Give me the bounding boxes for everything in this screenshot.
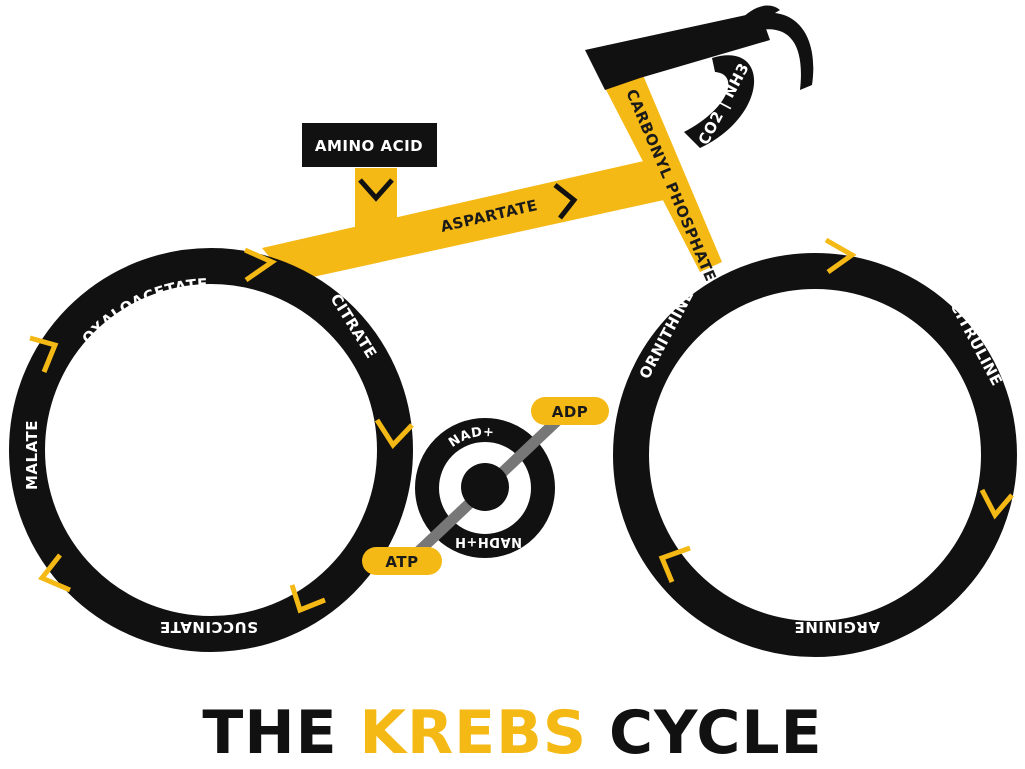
- left-wheel-chevron-icon: [29, 335, 59, 373]
- nadh-h-label: NADH+H: [455, 534, 522, 549]
- right-wheel-chevron-icon: [824, 237, 857, 275]
- right-wheel-chevron-icon: [658, 545, 691, 583]
- left-wheel-chevron-icon: [289, 584, 326, 614]
- amino-acid-label: AMINO ACID: [315, 137, 423, 155]
- right-wheel-chevron-icon: [979, 488, 1014, 520]
- crankset: NAD+ NADH+H ADP ATP: [362, 397, 609, 575]
- right-wheel: ORNITHINE CITRULINE ARGININE: [613, 237, 1017, 657]
- stem: [585, 12, 770, 90]
- adp-pedal: [531, 397, 609, 425]
- bike-frame: [262, 68, 722, 282]
- handlebar-curl: [684, 55, 755, 148]
- title-the: THE: [202, 698, 338, 768]
- title-krebs: KREBS: [359, 698, 588, 768]
- malate-label: MALATE: [23, 420, 41, 490]
- handlebar-top: [738, 5, 780, 22]
- left-wheel-tire: [9, 248, 413, 652]
- seat: AMINO ACID: [302, 123, 437, 202]
- crank-hub: [461, 463, 509, 511]
- handlebar-drop: [745, 12, 814, 91]
- left-wheel-chevron-icon: [38, 553, 71, 593]
- atp-pedal: [362, 547, 442, 575]
- aspartate-chevron-icon: [553, 183, 578, 220]
- crank-ring: [415, 418, 555, 558]
- amino-acid-seat: [302, 123, 437, 167]
- left-wheel-chevron-icon: [243, 247, 278, 283]
- arginine-label: ARGININE: [794, 618, 880, 636]
- atp-label: ATP: [385, 553, 418, 571]
- right-wheel-tire: [613, 253, 1017, 657]
- adp-label: ADP: [552, 403, 589, 421]
- page-title: THE KREBS CYCLE: [0, 703, 1025, 763]
- title-cycle: CYCLE: [608, 698, 823, 768]
- seat-chevron-icon: [358, 178, 394, 202]
- carbonyl-phosphate-tube: [602, 68, 722, 272]
- left-wheel: OXALOACETATE CITRATE MALATE SUCCINATE: [9, 247, 414, 652]
- handlebar: CO2 | NH3: [585, 5, 814, 148]
- left-wheel-chevron-icon: [374, 418, 414, 450]
- succinate-label: SUCCINATE: [159, 618, 258, 636]
